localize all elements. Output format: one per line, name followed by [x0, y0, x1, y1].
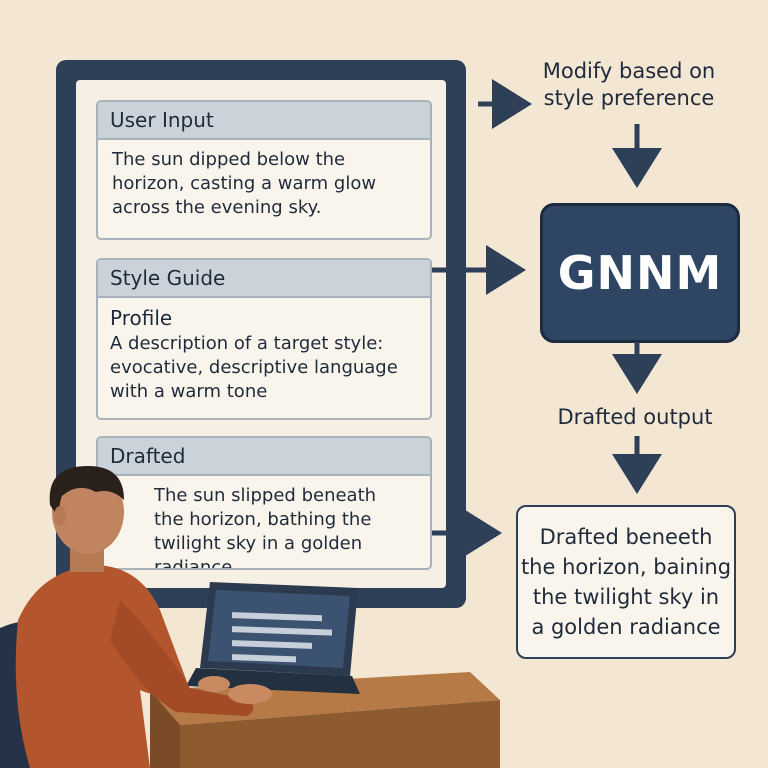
user-input-text: The sun dipped below the horizon, castin…: [112, 149, 377, 218]
person-illustration: [15, 466, 272, 768]
profile-label: Profile: [110, 306, 173, 330]
style-guide-card: Style Guide Profile A description of a t…: [96, 258, 432, 420]
modify-note: Modify based on style preference: [542, 59, 716, 110]
profile-text: A description of a target style: evocati…: [110, 333, 398, 402]
laptop-icon: [186, 582, 360, 694]
drafted-output-label: Drafted output: [557, 405, 713, 429]
style-guide-header: Style Guide: [98, 260, 430, 298]
drafted-card: Drafted The sun slipped beneath the hori…: [96, 436, 432, 570]
drafted-text: The sun slipped beneath the horizon, bat…: [154, 485, 377, 570]
final-output-line-4: a golden radiance: [531, 615, 721, 639]
final-output-text: Drafted beneeth the horizon, baining the…: [521, 522, 731, 642]
user-input-card: User Input The sun dipped below the hori…: [96, 100, 432, 240]
gnnm-model-box: GNNM: [540, 203, 740, 343]
user-input-header: User Input: [98, 102, 430, 140]
monitor-screen: User Input The sun dipped below the hori…: [76, 80, 446, 588]
final-output-box: Drafted beneeth the horizon, baining the…: [516, 505, 736, 659]
final-output-line-3: the twilight sky in: [532, 585, 720, 609]
final-output-line-2: the horizon, baining: [520, 555, 732, 579]
drafted-header: Drafted: [98, 438, 430, 476]
final-output-line-1: Drafted beneeth: [539, 525, 713, 549]
